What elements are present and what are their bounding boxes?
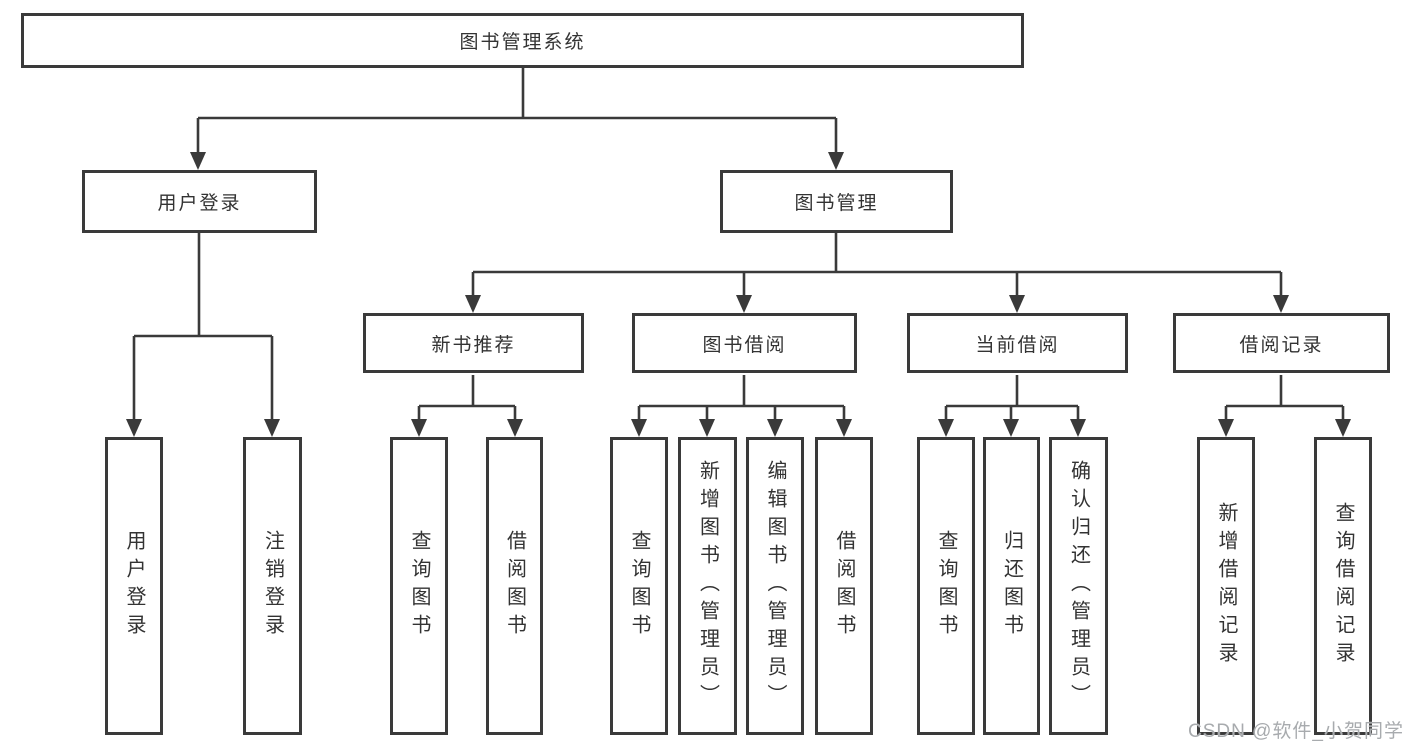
leaf-query-book-current: 查询图书 — [917, 437, 975, 735]
leaf-add-borrow-record: 新增借阅记录 — [1197, 437, 1255, 735]
connector-currentborrow-to-leaves — [938, 375, 1086, 437]
node-book-management: 图书管理 — [720, 170, 953, 233]
leaf-query-book-recommend: 查询图书 — [390, 437, 448, 735]
node-borrow-record: 借阅记录 — [1173, 313, 1390, 373]
leaf-edit-book-admin: 编辑图书（管理员） — [746, 437, 804, 735]
connector-userlogin-to-leaves — [126, 233, 280, 437]
node-book-borrow: 图书借阅 — [632, 313, 857, 373]
leaf-borrow-book-recommend: 借阅图书 — [486, 437, 543, 735]
connector-bookmgmt-to-level3 — [465, 233, 1289, 313]
connector-root-to-level2 — [190, 68, 844, 170]
node-library-management-system: 图书管理系统 — [21, 13, 1024, 68]
leaf-user-login: 用户登录 — [105, 437, 163, 735]
node-user-login: 用户登录 — [82, 170, 317, 233]
connector-borrowrecord-to-leaves — [1218, 375, 1351, 437]
leaf-return-book: 归还图书 — [983, 437, 1040, 735]
leaf-query-book-borrow: 查询图书 — [610, 437, 668, 735]
csdn-watermark: CSDN @软件_小贺同学 — [1188, 721, 1404, 742]
leaf-logout: 注销登录 — [243, 437, 302, 735]
leaf-borrow-book: 借阅图书 — [815, 437, 873, 735]
connector-newbook-to-leaves — [411, 375, 523, 437]
connector-bookborrow-to-leaves — [631, 375, 852, 437]
leaf-query-borrow-record: 查询借阅记录 — [1314, 437, 1372, 735]
leaf-add-book-admin: 新增图书（管理员） — [678, 437, 737, 735]
node-new-book-recommend: 新书推荐 — [363, 313, 584, 373]
node-current-borrow: 当前借阅 — [907, 313, 1128, 373]
leaf-confirm-return-admin: 确认归还（管理员） — [1049, 437, 1108, 735]
